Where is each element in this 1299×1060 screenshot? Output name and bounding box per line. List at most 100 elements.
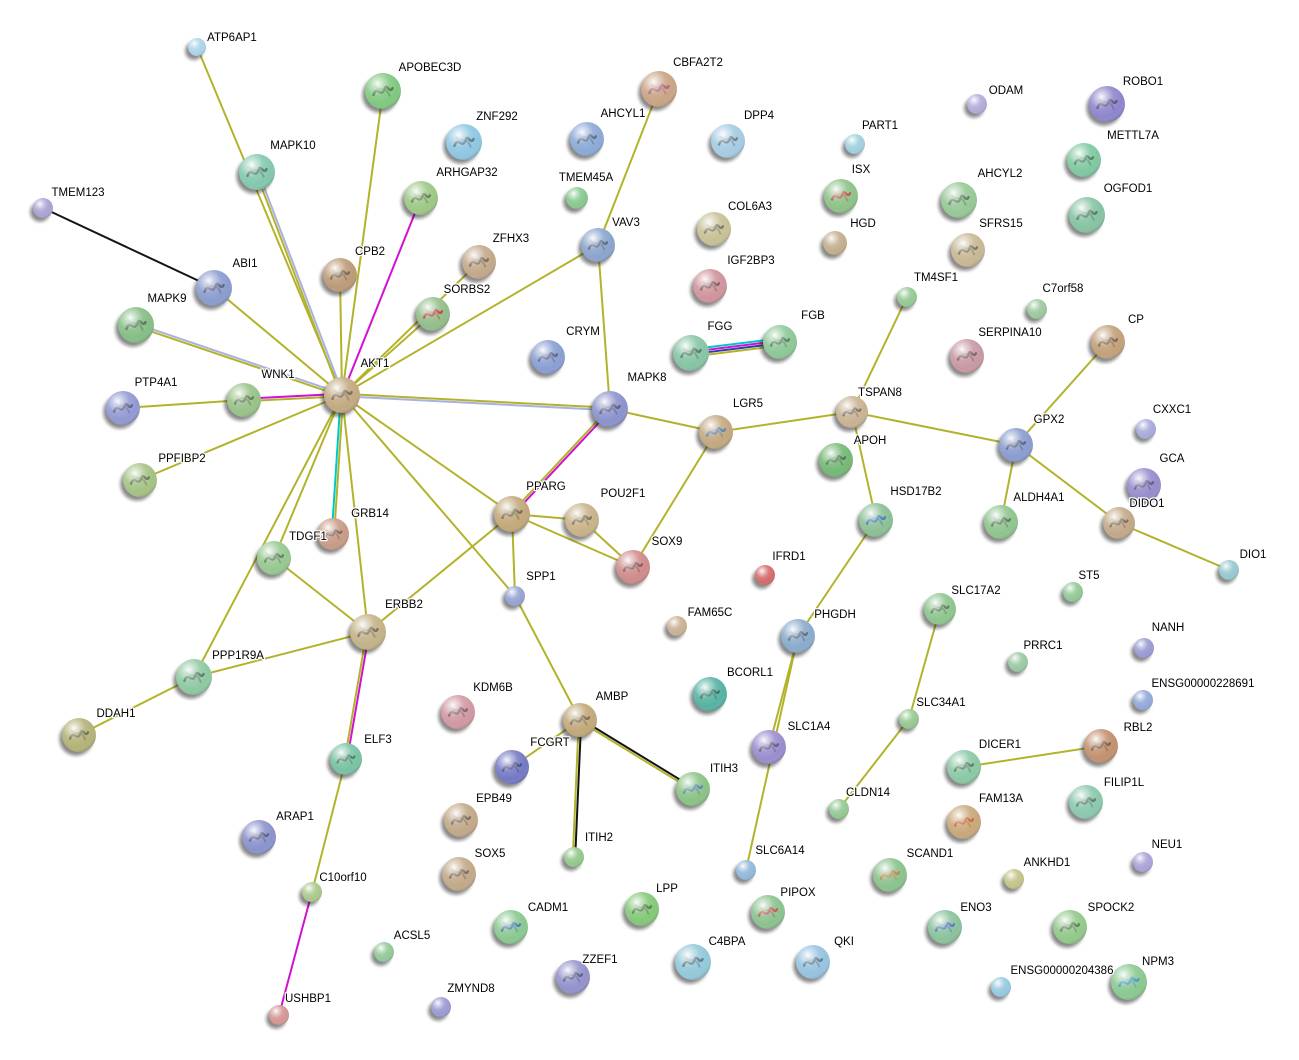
node-NEU1[interactable] <box>1130 852 1153 876</box>
edge-MAPK9-AKT1[interactable] <box>135 325 342 398</box>
edge-TDGF1-AKT1[interactable] <box>273 394 343 559</box>
edge-ZFHX3-AKT1[interactable] <box>341 261 480 396</box>
node-ENO3[interactable] <box>925 910 962 948</box>
node-ST5[interactable] <box>1060 582 1083 606</box>
node-PPFIBP2[interactable] <box>120 463 157 501</box>
node-ZNF292[interactable] <box>443 124 482 164</box>
node-ISX[interactable] <box>821 179 858 217</box>
node-DDAH1[interactable] <box>59 718 96 756</box>
edge-MAPK10-AKT1[interactable] <box>254 172 342 396</box>
edge-TMEM123-ABI1[interactable] <box>42 207 215 289</box>
node-NANH[interactable] <box>1131 638 1154 662</box>
node-FGG[interactable] <box>670 335 709 375</box>
node-ITIH3[interactable] <box>673 772 710 810</box>
node-CLDN14[interactable] <box>826 799 849 823</box>
node-CBFA2T2[interactable] <box>638 71 677 111</box>
edge-DICER1-RBL2[interactable] <box>963 745 1102 768</box>
node-GPX2[interactable] <box>996 428 1033 466</box>
edge-GPX2-CP[interactable] <box>1015 341 1109 446</box>
node-AMBP[interactable] <box>560 703 597 741</box>
node-SERPINA10[interactable] <box>947 339 984 377</box>
node-SFRS15[interactable] <box>948 233 985 271</box>
node-SOX5[interactable] <box>439 857 476 895</box>
node-C7orf58[interactable] <box>1024 299 1047 323</box>
edge-SPP1-AMBP[interactable] <box>514 595 581 721</box>
edge-MAPK8-AKT1[interactable] <box>342 392 611 409</box>
node-PHGDH[interactable] <box>778 619 815 657</box>
edge-MAPK9-AKT1[interactable] <box>136 322 343 395</box>
node-SPP1[interactable] <box>502 586 525 610</box>
node-SPOCK2[interactable] <box>1050 910 1087 948</box>
node-ABI1[interactable] <box>193 270 232 310</box>
edge-DIDO1-DIO1[interactable] <box>1118 522 1230 571</box>
node-ANKHD1[interactable] <box>1001 869 1024 893</box>
node-SLC17A2[interactable] <box>921 593 956 629</box>
node-RBL2[interactable] <box>1081 729 1118 767</box>
node-CXXC1[interactable] <box>1133 419 1156 443</box>
node-ENSG00000228691[interactable] <box>1130 690 1153 714</box>
node-C10orf10[interactable] <box>299 882 322 906</box>
node-CRYM[interactable] <box>528 340 565 378</box>
edge-LGR5-SOX9[interactable] <box>632 431 717 568</box>
edge-SLC34A1-CLDN14[interactable] <box>838 718 910 810</box>
node-ENSG00000204386[interactable] <box>988 977 1011 1001</box>
node-SOX9[interactable] <box>613 550 650 588</box>
edge-ERBB2-PPP1R9A[interactable] <box>193 631 369 678</box>
edge-MAPK10-AKT1[interactable] <box>257 171 345 395</box>
node-ALDH4A1[interactable] <box>981 505 1018 543</box>
node-DICER1[interactable] <box>944 750 981 788</box>
edge-VAV3-MAPK8[interactable] <box>597 244 611 410</box>
edge-TSPAN8-TM4SF1[interactable] <box>851 296 908 413</box>
edge-ERBB2-AKT1[interactable] <box>341 394 369 633</box>
edge-AMBP-ITIH3[interactable] <box>580 718 695 789</box>
edge-APOBEC3D-AKT1[interactable] <box>341 90 384 396</box>
edge-PPARG-ERBB2[interactable] <box>367 513 513 633</box>
node-BCORL1[interactable] <box>690 677 727 715</box>
node-TDGF1[interactable] <box>254 541 291 579</box>
node-ARHGAP32[interactable] <box>401 181 438 219</box>
edge-MAPK8-AKT1[interactable] <box>341 395 610 412</box>
edge-PPARG-AKT1[interactable] <box>341 394 513 515</box>
node-DIO1[interactable] <box>1216 560 1239 584</box>
edge-GPX2-DIDO1[interactable] <box>1015 444 1120 524</box>
node-USHBP1[interactable] <box>266 1005 289 1029</box>
edge-ELF3-C10orf10[interactable] <box>311 758 347 893</box>
node-GRB14[interactable] <box>314 518 349 554</box>
node-VAV3[interactable] <box>578 228 615 266</box>
edge-C10orf10-USHBP1[interactable] <box>278 891 313 1016</box>
node-PPP1R9A[interactable] <box>173 659 212 699</box>
node-SORBS2[interactable] <box>413 297 450 335</box>
node-SLC6A14[interactable] <box>733 860 756 884</box>
edge-AMBP-ITIH2[interactable] <box>571 719 580 857</box>
node-CPB2[interactable] <box>320 258 357 296</box>
node-TM4SF1[interactable] <box>894 287 917 311</box>
node-FAM65C[interactable] <box>664 616 687 640</box>
edge-SPP1-AKT1[interactable] <box>341 394 516 597</box>
node-OGFOD1[interactable] <box>1066 197 1105 237</box>
node-SCAND1[interactable] <box>870 858 907 896</box>
edge-AMBP-ITIH2[interactable] <box>574 720 583 858</box>
edge-WNK1-PTP4A1[interactable] <box>122 399 245 409</box>
node-APOBEC3D[interactable] <box>362 73 401 113</box>
node-ERBB2[interactable] <box>347 614 386 654</box>
node-TMEM45A[interactable] <box>563 187 588 213</box>
node-MAPK8[interactable] <box>589 391 628 431</box>
node-CP[interactable] <box>1088 325 1125 363</box>
node-IFRD1[interactable] <box>752 565 775 589</box>
node-SLC34A1[interactable] <box>896 709 919 733</box>
node-PRRC1[interactable] <box>1005 652 1028 676</box>
node-AHCYL2[interactable] <box>938 182 977 222</box>
node-LPP[interactable] <box>622 892 659 930</box>
node-ATP6AP1[interactable] <box>185 38 206 60</box>
edge-TSPAN8-GPX2[interactable] <box>851 411 1017 446</box>
edge-PPP1R9A-AKT1[interactable] <box>193 394 343 678</box>
edge-MAPK8-PPARG[interactable] <box>512 409 612 516</box>
node-FGB[interactable] <box>760 325 797 363</box>
node-AHCYL1[interactable] <box>567 122 604 160</box>
node-TSPAN8[interactable] <box>833 396 868 432</box>
node-C4BPA[interactable] <box>672 944 711 984</box>
node-EPB49[interactable] <box>441 803 478 841</box>
node-ACSL5[interactable] <box>371 942 394 966</box>
node-PTP4A1[interactable] <box>103 391 140 429</box>
edge-GRB14-AKT1[interactable] <box>333 395 345 535</box>
